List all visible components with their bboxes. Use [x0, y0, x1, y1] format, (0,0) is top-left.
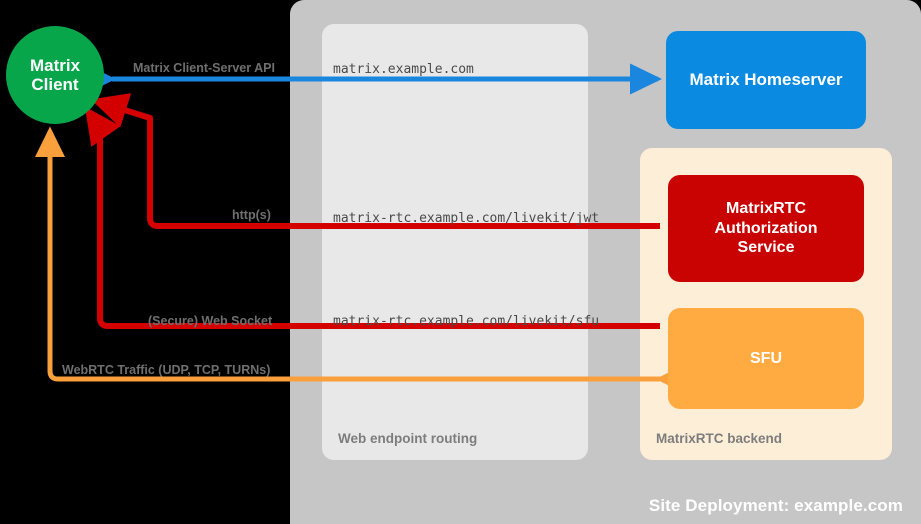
endpoint-livekit-sfu: matrix-rtc.example.com/livekit/sfu [333, 314, 600, 329]
node-matrix-homeserver[interactable]: Matrix Homeserver [666, 31, 866, 129]
auth-service-label-line2: Authorization [714, 219, 818, 237]
label-https: http(s) [232, 208, 271, 222]
auth-service-label-line1: MatrixRTC [725, 200, 806, 218]
label-webrtc-traffic: WebRTC Traffic (UDP, TCP, TURNs) [62, 363, 271, 377]
label-secure-web-socket: (Secure) Web Socket [148, 314, 273, 328]
node-matrix-client[interactable]: Matrix Client [6, 26, 104, 124]
auth-service-label-line3: Service [737, 239, 795, 257]
node-sfu[interactable]: SFU [668, 308, 864, 409]
node-matrixrtc-authorization-service[interactable]: MatrixRTC Authorization Service [668, 175, 864, 282]
label-matrix-client-server-api: Matrix Client-Server API [133, 61, 275, 75]
web-endpoint-routing-label: Web endpoint routing [338, 431, 478, 446]
endpoint-matrix-example-com: matrix.example.com [333, 62, 474, 77]
web-endpoint-routing-container: Web endpoint routing [322, 24, 588, 460]
site-deployment-label: Site Deployment: example.com [648, 496, 903, 515]
sfu-label: SFU [750, 349, 782, 367]
matrix-client-label-line1: Matrix [29, 55, 81, 75]
matrixrtc-backend-label: MatrixRTC backend [656, 431, 783, 446]
matrix-client-label-line2: Client [31, 75, 79, 94]
matrix-homeserver-label: Matrix Homeserver [689, 70, 843, 89]
endpoint-livekit-jwt: matrix-rtc.example.com/livekit/jwt [333, 211, 600, 226]
